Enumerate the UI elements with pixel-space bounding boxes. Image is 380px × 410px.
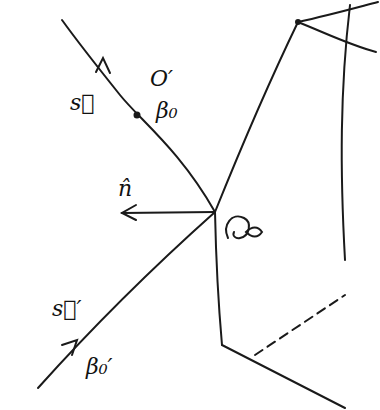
point-dot xyxy=(135,113,140,118)
incident-ray xyxy=(38,212,215,388)
surface-edge xyxy=(215,212,222,345)
surface-edge xyxy=(342,5,350,260)
point-label: O′ xyxy=(150,68,173,90)
surface-edge xyxy=(298,22,376,52)
vector-label: s⃗′ xyxy=(52,298,82,320)
hidden-edge xyxy=(255,295,345,355)
ray-arrowhead xyxy=(96,58,110,73)
eye-symbol xyxy=(246,228,262,237)
angle-label: β₀′ xyxy=(86,356,113,378)
normal-label: n̂ xyxy=(118,178,132,200)
vertex-dot xyxy=(296,20,300,24)
surface-edge xyxy=(298,2,378,22)
ray-arrowhead xyxy=(62,340,77,355)
vector-label: s⃗ xyxy=(70,92,95,114)
reflected-ray xyxy=(62,20,215,212)
surface-edge xyxy=(222,345,345,408)
normal-arrowhead xyxy=(122,205,136,220)
angle-label: β₀ xyxy=(156,100,178,122)
eye-symbol xyxy=(226,216,249,238)
normal-vector xyxy=(122,212,215,213)
surface-edge xyxy=(215,22,298,212)
